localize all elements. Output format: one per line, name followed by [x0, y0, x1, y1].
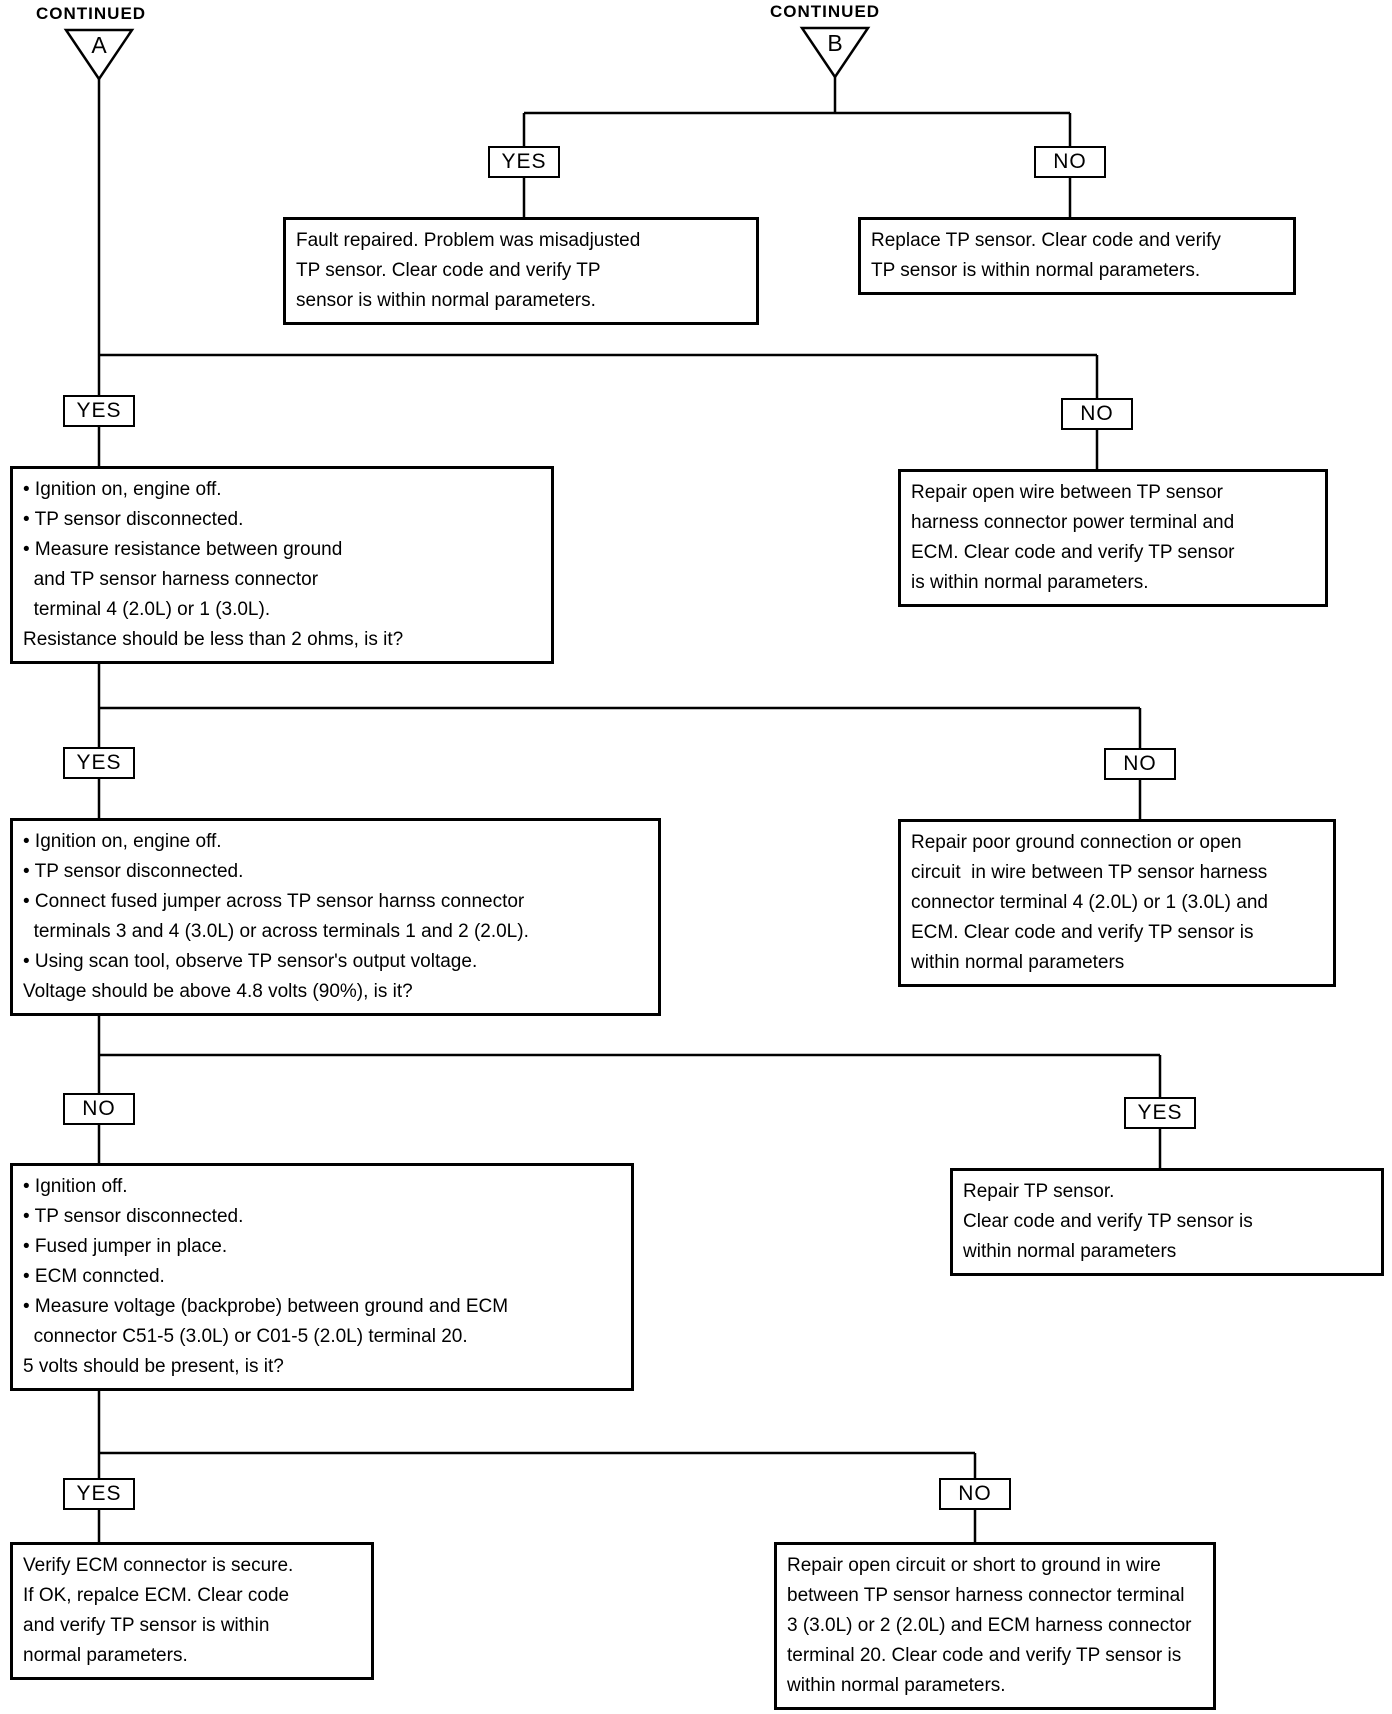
connector-letter-a: A	[91, 32, 107, 58]
connector-letter-b: B	[827, 30, 843, 56]
decision-label-row4-no: NO	[63, 1093, 135, 1125]
connector-triangle-b-icon	[799, 26, 871, 80]
decision-label-row3-yes: YES	[63, 747, 135, 779]
connector-triangle-a-icon	[63, 28, 135, 82]
decision-label-row5-yes: YES	[63, 1478, 135, 1510]
result-box-replace-ecm: Verify ECM connector is secure. If OK, r…	[10, 1542, 374, 1680]
result-box-misadjusted-sensor: Fault repaired. Problem was misadjusted …	[283, 217, 759, 325]
result-box-replace-sensor: Replace TP sensor. Clear code and verify…	[858, 217, 1296, 295]
flow-line-path	[97, 77, 1162, 1542]
step-box-ecm-voltage-check: • Ignition off. • TP sensor disconnected…	[10, 1163, 634, 1391]
step-box-jumper-voltage-check: • Ignition on, engine off. • TP sensor d…	[10, 818, 661, 1016]
result-box-ground-repair: Repair poor ground connection or open ci…	[898, 819, 1336, 987]
continued-label-right: CONTINUED	[770, 2, 881, 21]
decision-label-row1-yes: YES	[488, 146, 560, 178]
decision-label-row1-no: NO	[1034, 146, 1106, 178]
decision-label-row3-no: NO	[1104, 748, 1176, 780]
decision-label-row2-yes: YES	[63, 395, 135, 427]
decision-label-row2-no: NO	[1061, 398, 1133, 430]
result-box-repair-tp-sensor: Repair TP sensor. Clear code and verify …	[950, 1168, 1384, 1276]
step-box-resistance-check: • Ignition on, engine off. • TP sensor d…	[10, 466, 554, 664]
result-box-signal-wire-repair: Repair open circuit or short to ground i…	[774, 1542, 1216, 1710]
decision-label-row4-yes: YES	[1124, 1097, 1196, 1129]
result-box-power-wire-repair: Repair open wire between TP sensor harne…	[898, 469, 1328, 607]
continued-label-left: CONTINUED	[36, 4, 147, 23]
decision-label-row5-no: NO	[939, 1478, 1011, 1510]
